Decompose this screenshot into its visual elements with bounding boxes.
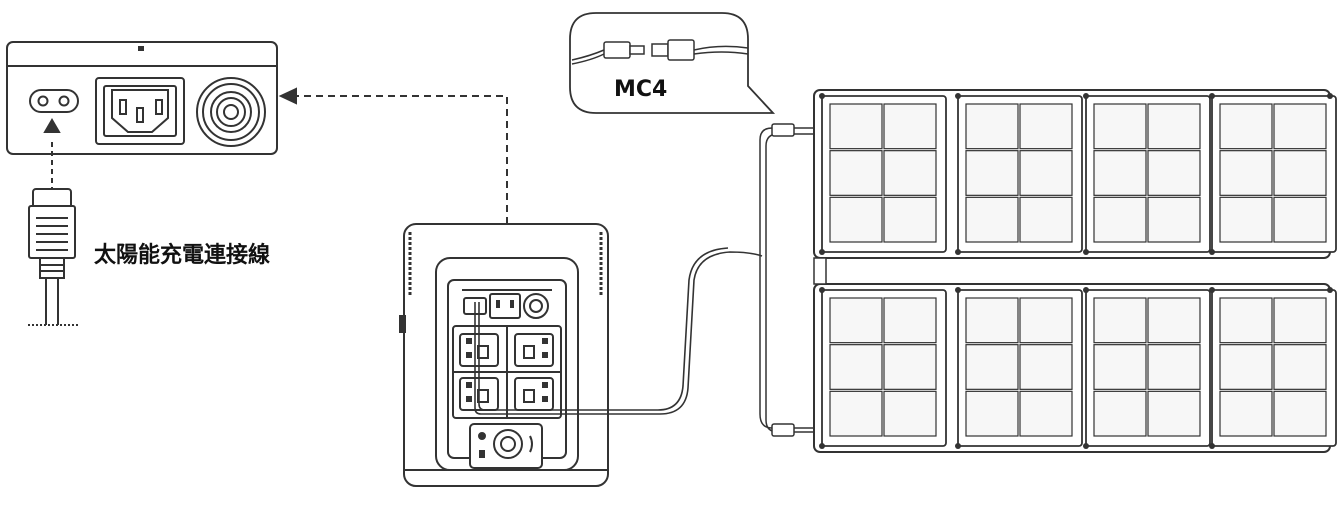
solar-cell [965,103,1019,150]
round-port-icon [196,77,266,147]
solar-cable-wire [474,247,763,415]
solar-cell [883,103,937,150]
hinge-dot [1083,93,1089,99]
solar-cell [883,344,937,390]
solar-cell [965,390,1019,437]
hinge-dot [1209,443,1215,449]
solar-cell [1019,297,1073,344]
solar-cell [965,344,1019,390]
hinge-dot [1209,93,1215,99]
solar-cell [1147,297,1201,344]
solar-cell [883,297,937,344]
hinge-dot [1209,249,1215,255]
hinge-dot [819,249,825,255]
hinge-dot [955,249,961,255]
solar-cell [1273,150,1327,196]
ac-inlet-icon [95,77,185,145]
solar-cell [1219,297,1273,344]
solar-cell [829,150,883,196]
solar-cell [965,196,1019,243]
solar-cell [1019,150,1073,196]
hinge-dot [1083,287,1089,293]
hinge-dot [1083,249,1089,255]
solar-cell [1093,150,1147,196]
solar-cell [1219,196,1273,243]
solar-cell [883,196,937,243]
uk-outlet-icon [514,377,554,411]
mc4-callout [569,12,776,114]
solar-cell [1219,344,1273,390]
hinge-dot [1327,287,1333,293]
solar-cell [1019,344,1073,390]
hinge-dot [819,93,825,99]
mc4-label: MC4 [614,77,667,102]
solar-cell [1093,196,1147,243]
arrow-icon [43,118,61,188]
hinge-dot [955,443,961,449]
solar-cell [829,103,883,150]
solar-cell [829,390,883,437]
hinge-dot [1327,93,1333,99]
solar-cell [1093,103,1147,150]
anderson-port-icon [29,89,79,113]
solar-cell [965,297,1019,344]
solar-cell [883,150,937,196]
solar-cell [1147,103,1201,150]
solar-cell [883,390,937,437]
hinge-dot [1083,443,1089,449]
solar-panel-array [813,89,1337,453]
solar-cell [1093,390,1147,437]
solar-cell [1093,297,1147,344]
solar-cell [1219,150,1273,196]
hinge-dot [819,287,825,293]
power-station-icon [399,223,609,487]
solar-cell [1273,103,1327,150]
solar-cell [1273,344,1327,390]
hinge-dot [819,443,825,449]
solar-cable-plug-icon [28,188,78,326]
solar-cell [1147,150,1201,196]
solar-cell [1019,196,1073,243]
panel-wiring [759,123,816,437]
solar-cell [829,196,883,243]
solar-cell [1093,344,1147,390]
solar-cell [1219,390,1273,437]
mc4-connector-icon [571,39,749,65]
solar-cell [1147,344,1201,390]
hinge-dot [955,93,961,99]
solar-cell [1147,196,1201,243]
solar-cell [1019,390,1073,437]
solar-cell [1147,390,1201,437]
hinge-dot [955,287,961,293]
panel-hinge [813,257,827,285]
cable-label: 太陽能充電連接線 [94,242,270,268]
hinge-dot [1209,287,1215,293]
solar-cell [1273,297,1327,344]
solar-cell [829,297,883,344]
port-panel-detail [6,41,278,155]
solar-cell [1019,103,1073,150]
solar-cell [1219,103,1273,150]
solar-cell [965,150,1019,196]
uk-outlet-icon [514,333,554,367]
solar-cell [829,344,883,390]
solar-cell [1273,390,1327,437]
solar-cell [1273,196,1327,243]
